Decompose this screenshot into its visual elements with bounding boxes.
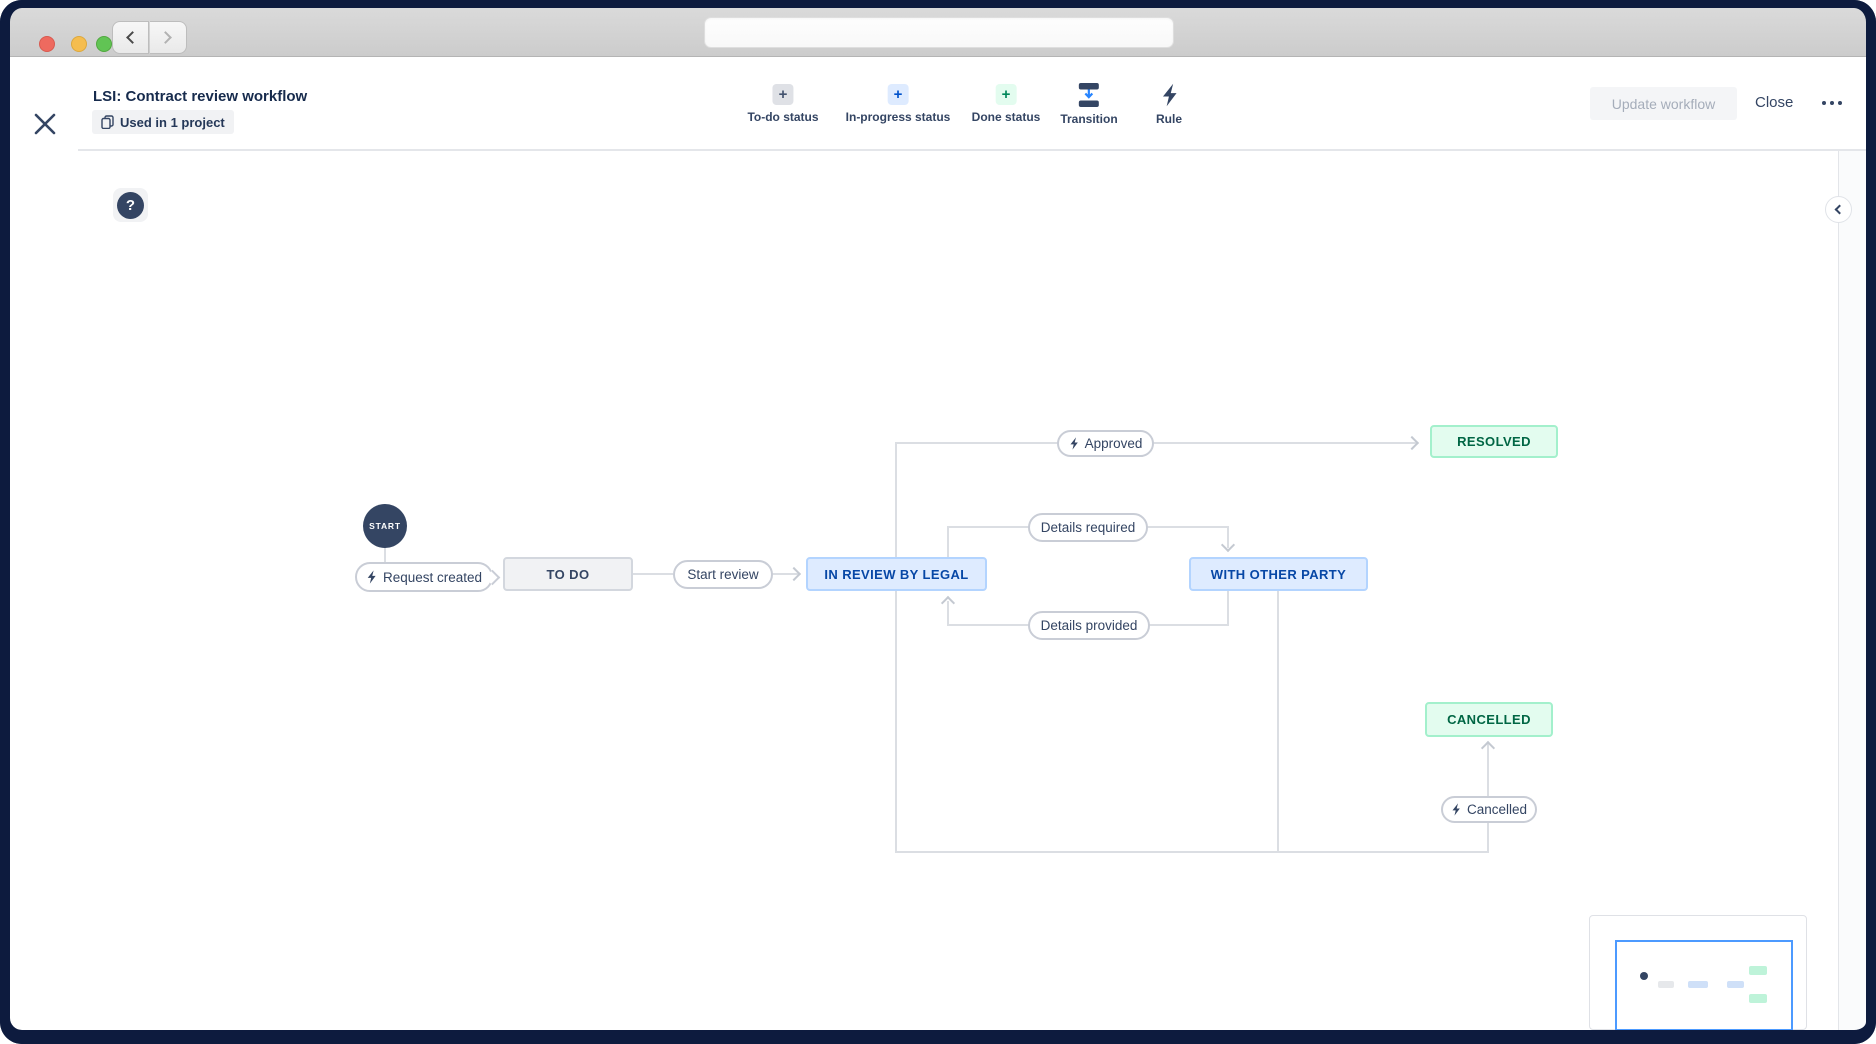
lightning-icon (1162, 83, 1177, 107)
status-with-other-party[interactable]: WITH OTHER PARTY (1189, 557, 1368, 591)
status-todo[interactable]: TO DO (503, 557, 633, 591)
transition-cancelled[interactable]: Cancelled (1441, 796, 1537, 823)
status-cancelled[interactable]: CANCELLED (1425, 702, 1553, 737)
close-button[interactable]: Close (1755, 94, 1794, 111)
connector-details-required-left (947, 527, 949, 557)
right-panel-divider (1838, 151, 1839, 1030)
transition-label: Request created (382, 569, 483, 585)
toolbar-label: Rule (1155, 112, 1183, 126)
connector-cancel-rail (895, 851, 1489, 853)
toolbar-label: Done status (971, 110, 1041, 124)
transition-details-required[interactable]: Details required (1028, 513, 1148, 542)
more-menu-icon[interactable] (1822, 101, 1842, 105)
traffic-light-close[interactable] (39, 36, 55, 52)
update-workflow-button[interactable]: Update workflow (1590, 87, 1737, 120)
toolbar-inprogress-status-button[interactable]: + In-progress status (845, 84, 951, 124)
right-panel-strip (1839, 151, 1866, 1030)
question-mark-icon: ? (117, 191, 144, 219)
browser-back-button[interactable] (112, 21, 149, 54)
chevron-left-icon (126, 31, 139, 44)
chevron-right-icon (159, 31, 172, 44)
minimap-start-dot (1640, 972, 1648, 980)
plus-icon: + (772, 84, 794, 105)
panel-collapse-button[interactable] (1825, 196, 1852, 223)
transition-label: Details provided (1040, 618, 1138, 633)
connector-approved-vertical (895, 443, 897, 557)
connector-details-provided-left (947, 601, 949, 625)
transition-request-created[interactable]: Request created (355, 562, 501, 592)
connector-start-stem (384, 547, 386, 563)
traffic-light-minimize[interactable] (71, 36, 87, 52)
plus-icon: + (995, 84, 1017, 105)
connector-cancel-from-withotherparty (1277, 591, 1279, 853)
usage-badge: Used in 1 project (92, 110, 234, 134)
minimap-todo-dash (1658, 981, 1674, 988)
copy-icon (101, 115, 114, 129)
lightning-icon (1452, 803, 1460, 816)
transition-label: Details required (1040, 520, 1136, 535)
transition-details-provided[interactable]: Details provided (1028, 611, 1150, 640)
toolbar-label: Transition (1060, 112, 1118, 126)
help-button[interactable]: ? (113, 188, 148, 222)
header-divider (78, 149, 1866, 151)
minimap-inreview-dash (1688, 981, 1708, 988)
connector-cancel-from-inreview (895, 591, 897, 853)
close-icon[interactable] (33, 112, 57, 136)
plus-icon: + (887, 84, 909, 105)
transition-label: Start review (687, 567, 759, 582)
transition-icon (1079, 83, 1099, 107)
toolbar-todo-status-button[interactable]: + To-do status (747, 84, 819, 124)
connector-approved-horizontal (895, 442, 1417, 444)
toolbar-label: In-progress status (845, 110, 951, 124)
transition-label: Approved (1084, 436, 1143, 451)
workflow-title: LSI: Contract review workflow (93, 88, 308, 105)
usage-badge-label: Used in 1 project (120, 114, 225, 130)
minimap-resolved-dash (1749, 966, 1767, 975)
toolbar-rule-button[interactable]: Rule (1156, 83, 1182, 126)
transition-start-review[interactable]: Start review (673, 560, 773, 589)
minimap-panel[interactable] (1589, 915, 1807, 1031)
minimap-cancelled-dash (1749, 994, 1767, 1003)
lightning-icon (1070, 437, 1078, 450)
traffic-light-zoom[interactable] (96, 36, 112, 52)
transition-approved[interactable]: Approved (1057, 430, 1154, 457)
connector-todo-startreview (633, 573, 673, 575)
status-in-review-by-legal[interactable]: IN REVIEW BY LEGAL (806, 557, 987, 591)
transition-label: Cancelled (1466, 802, 1528, 817)
chevron-left-icon (1834, 204, 1845, 215)
lightning-icon (367, 570, 376, 584)
status-resolved[interactable]: RESOLVED (1430, 425, 1558, 458)
browser-window (10, 8, 1866, 1030)
toolbar-done-status-button[interactable]: + Done status (971, 84, 1041, 124)
connector-startreview-inreview (772, 573, 800, 575)
address-bar[interactable] (704, 17, 1174, 48)
toolbar-transition-button[interactable]: Transition (1060, 83, 1118, 126)
browser-forward-button[interactable] (150, 21, 187, 54)
connector-details-required-right (1227, 526, 1229, 548)
start-node[interactable]: START (363, 504, 407, 548)
minimap-withotherparty-dash (1727, 981, 1744, 988)
connector-details-provided-right (1227, 591, 1229, 625)
toolbar-label: To-do status (747, 110, 819, 124)
